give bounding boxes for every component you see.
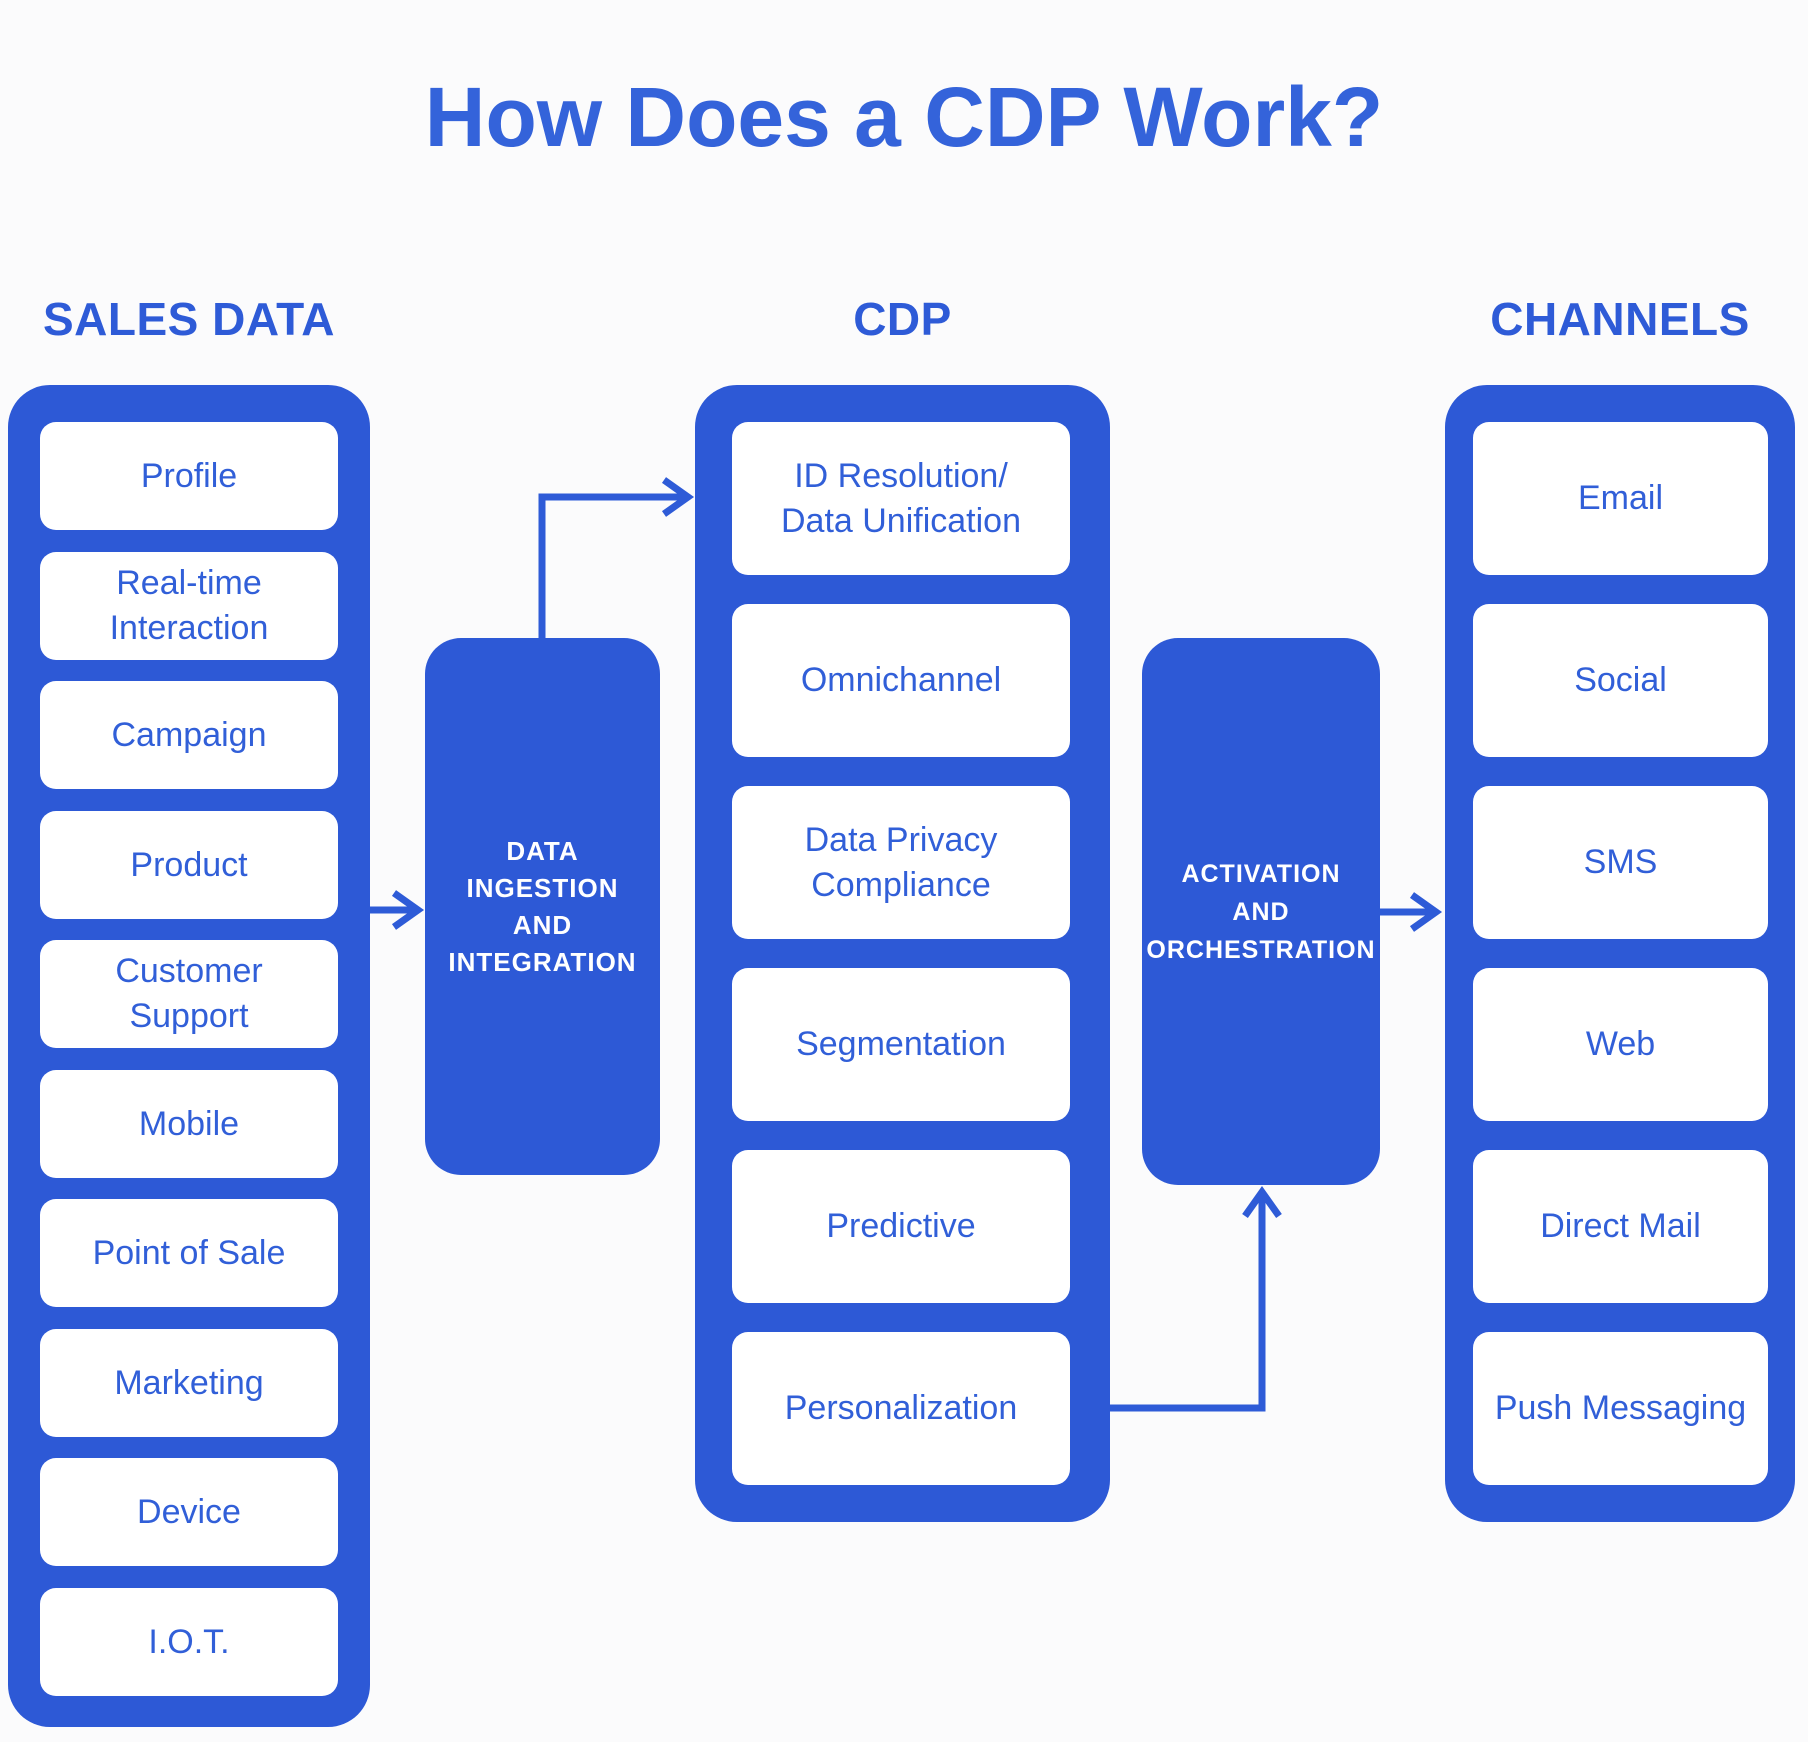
arrow-sales-to-ingestion — [370, 890, 425, 930]
cdp-item-label: Predictive — [826, 1207, 976, 1245]
sales-item-label: Point of Sale — [92, 1233, 286, 1272]
channel-item-label: SMS — [1583, 843, 1658, 881]
cdp-item-data-privacy-compliance: Data Privacy Compliance — [732, 786, 1070, 939]
channel-item-sms: SMS — [1473, 786, 1768, 939]
sales-item-iot: I.O.T. — [40, 1588, 338, 1696]
column-header-sales-data: SALES DATA — [42, 293, 336, 345]
sales-item-mobile: Mobile — [40, 1070, 338, 1178]
sales-item-label: Campaign — [111, 715, 267, 754]
channel-item-email: Email — [1473, 422, 1768, 575]
sales-item-label: Real-time Interaction — [109, 564, 269, 647]
arrow-activation-to-channels — [1380, 892, 1443, 932]
sales-item-profile: Profile — [40, 422, 338, 530]
sales-item-real-time-interaction: Real-time Interaction — [40, 552, 338, 660]
channel-item-label: Web — [1585, 1025, 1656, 1063]
cdp-item-label: Data Privacy Compliance — [804, 820, 998, 904]
channel-item-label: Social — [1574, 661, 1667, 699]
cdp-item-segmentation: Segmentation — [732, 968, 1070, 1121]
channel-item-social: Social — [1473, 604, 1768, 757]
channel-item-direct-mail: Direct Mail — [1473, 1150, 1768, 1303]
sales-item-customer-support: Customer Support — [40, 940, 338, 1048]
sales-item-campaign: Campaign — [40, 681, 338, 789]
channel-item-label: Push Messaging — [1494, 1389, 1747, 1427]
sales-item-point-of-sale: Point of Sale — [40, 1199, 338, 1307]
sales-item-product: Product — [40, 811, 338, 919]
sales-item-label: Profile — [140, 456, 238, 495]
cdp-item-predictive: Predictive — [732, 1150, 1070, 1303]
arrow-cdp-to-activation — [1110, 1185, 1282, 1412]
sales-item-marketing: Marketing — [40, 1329, 338, 1437]
activation-and-orchestration-node: ACTIVATION AND ORCHESTRATION — [1142, 638, 1380, 1185]
page-title: How Does a CDP Work? — [424, 70, 1384, 164]
data-ingestion-and-integration-node: DATA INGESTION AND INTEGRATION — [425, 638, 660, 1175]
channel-item-web: Web — [1473, 968, 1768, 1121]
sales-item-label: Mobile — [138, 1104, 240, 1143]
cdp-item-id-resolution-data-unification: ID Resolution/ Data Unification — [732, 422, 1070, 575]
channel-item-label: Email — [1577, 479, 1664, 517]
channel-item-label: Direct Mail — [1540, 1207, 1701, 1245]
sales-item-label: Device — [137, 1492, 241, 1531]
column-header-cdp: CDP — [853, 293, 952, 345]
cdp-item-label: Personalization — [784, 1389, 1018, 1427]
sales-item-label: I.O.T. — [148, 1622, 230, 1661]
cdp-item-label: Omnichannel — [800, 661, 1002, 699]
cdp-item-personalization: Personalization — [732, 1332, 1070, 1485]
arrow-ingestion-to-cdp — [538, 477, 695, 640]
sales-item-device: Device — [40, 1458, 338, 1566]
channel-item-push-messaging: Push Messaging — [1473, 1332, 1768, 1485]
sales-item-label: Marketing — [114, 1363, 264, 1402]
column-header-channels: CHANNELS — [1490, 293, 1750, 345]
cdp-item-label: ID Resolution/ Data Unification — [780, 456, 1021, 540]
cdp-item-omnichannel: Omnichannel — [732, 604, 1070, 757]
sales-item-label: Product — [130, 845, 248, 884]
cdp-item-label: Segmentation — [796, 1025, 1006, 1063]
sales-item-label: Customer Support — [115, 952, 263, 1035]
